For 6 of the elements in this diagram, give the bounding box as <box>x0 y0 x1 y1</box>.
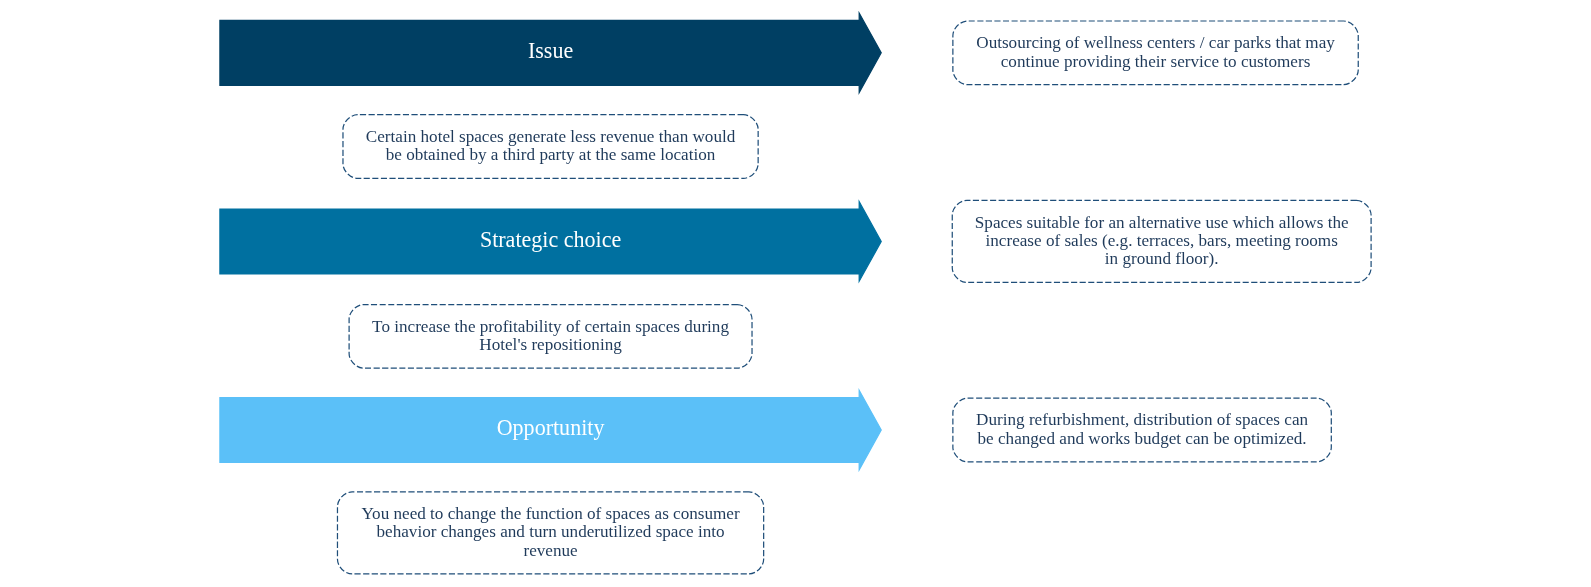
node-box: You need to change the function of spaces as consumer behavior changes and turn underutilized space into revenue <box>336 491 765 575</box>
node-box: Spaces suitable for an alternative use which allows the increase of sales (e.g. terraces, bars, meeting rooms in ground floor). <box>951 199 1372 284</box>
node-box: To increase the profitability of certain spaces during Hotel's repositioning <box>348 303 753 369</box>
node-box: Certain hotel spaces generate less revenue than would be obtained by a third party at the same location <box>342 114 759 179</box>
node-box: During refurbishment, distribution of spaces can be changed and works budget can be optimized. <box>952 397 1332 463</box>
node-box: Outsourcing of wellness centers / car parks that may continue providing their service to customers <box>952 20 1359 86</box>
